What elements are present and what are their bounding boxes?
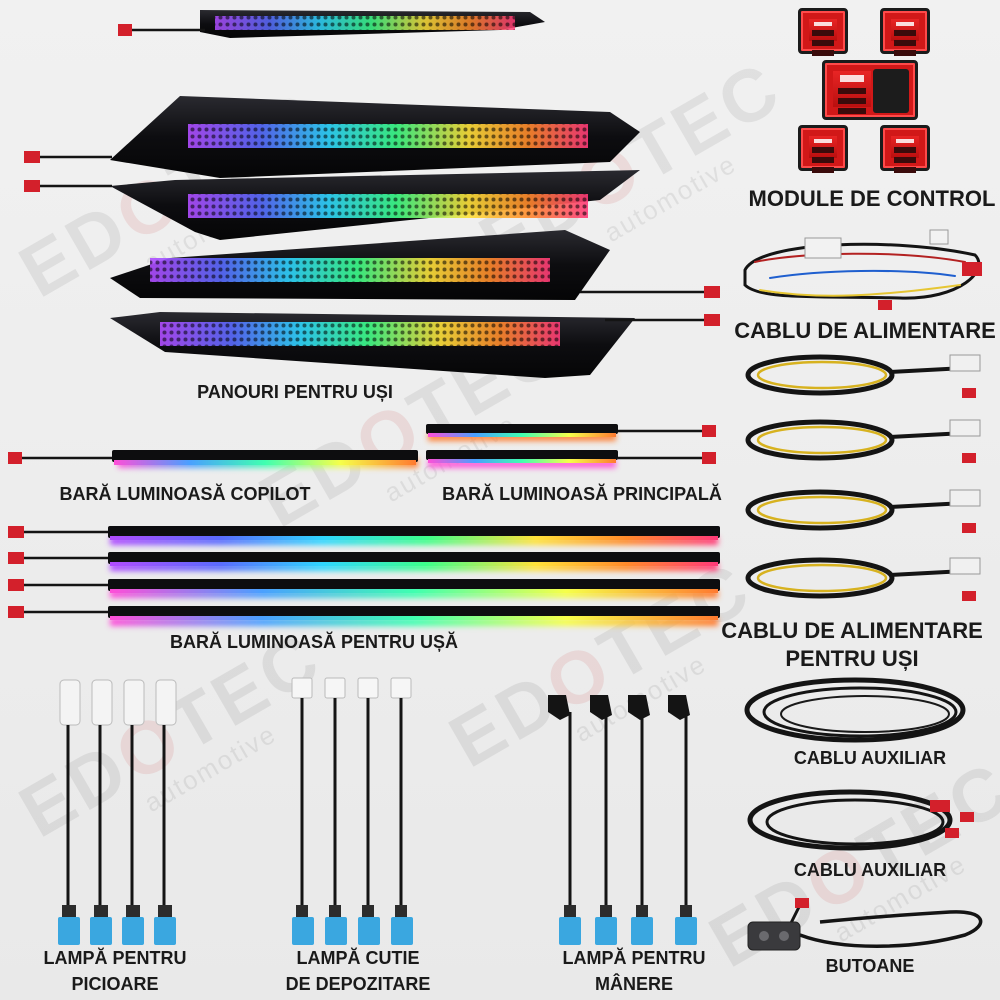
red-connector-icon (8, 606, 24, 618)
label-power-cable: CABLU DE ALIMENTARE (734, 318, 996, 343)
door-panel-top (118, 10, 545, 38)
handle-lamp-3 (628, 695, 653, 945)
door-power-cable-3 (745, 489, 981, 533)
blue-connector-icon (122, 917, 144, 945)
red-connector-icon (702, 425, 716, 437)
blue-connector-icon (90, 917, 112, 945)
label-door-bar: BARĂ LUMINOASĂ PENTRU UȘĂ (170, 632, 458, 652)
handle-lamp-1 (548, 695, 581, 945)
red-connector-icon (8, 452, 22, 464)
label-door-panels: PANOURI PENTRU UȘI (197, 382, 393, 402)
handle-lamp-4 (668, 695, 697, 945)
blue-connector-icon (292, 917, 314, 945)
red-connector-icon (24, 151, 40, 163)
label-main-bar: BARĂ LUMINOASĂ PRINCIPALĂ (442, 484, 722, 504)
door-light-bar-3 (8, 579, 720, 598)
foot-lamp-3 (122, 679, 145, 945)
label-aux-cable-2: CABLU AUXILIAR (793, 860, 947, 880)
door-panel-right-1 (110, 230, 720, 300)
red-connector-icon (8, 552, 24, 564)
copilot-light-bar (8, 450, 418, 468)
door-panel-right-2 (110, 312, 720, 378)
main-light-bar-lower (426, 450, 716, 468)
door-panel-left-1 (24, 96, 640, 178)
power-cable-harness (743, 229, 982, 310)
foot-lamp-1 (58, 679, 81, 945)
red-connector-icon (704, 286, 720, 298)
door-power-cable-2 (745, 419, 981, 463)
red-connector-icon (8, 579, 24, 591)
label-storage-lamp-line2: DE DEPOZITARE (285, 974, 431, 994)
foot-lamps (58, 679, 177, 945)
red-connector-icon (702, 452, 716, 464)
label-foot-lamp-line2: PICIOARE (71, 974, 159, 994)
blue-connector-icon (559, 917, 581, 945)
blue-connector-icon (154, 917, 176, 945)
aux-cable-1 (744, 677, 966, 743)
storage-lamp-1 (291, 677, 314, 945)
blue-connector-icon (675, 917, 697, 945)
label-handle-lamp-line1: LAMPĂ PENTRU (562, 948, 706, 968)
door-light-bar-2 (8, 552, 720, 571)
storage-lamp-4 (390, 677, 413, 945)
label-door-power-cable-line1: CABLU DE ALIMENTARE (721, 618, 983, 643)
control-module-2 (880, 8, 930, 54)
storage-lamps (291, 677, 413, 945)
red-connector-icon (118, 24, 132, 36)
door-panel-left-2 (24, 170, 640, 240)
door-light-bar-4 (8, 606, 720, 626)
label-storage-lamp-line1: LAMPĂ CUTIE (296, 948, 420, 968)
red-connector-icon (704, 314, 720, 326)
handle-lamp-2 (590, 695, 617, 945)
blue-connector-icon (58, 917, 80, 945)
handle-lamps (548, 695, 697, 945)
foot-lamp-4 (154, 679, 177, 945)
storage-lamp-2 (324, 677, 347, 945)
blue-connector-icon (631, 917, 653, 945)
main-light-bar-upper (426, 424, 716, 441)
storage-lamp-3 (357, 677, 380, 945)
door-power-cable-4 (745, 557, 981, 601)
label-buttons: BUTOANE (825, 956, 915, 976)
red-connector-icon (24, 180, 40, 192)
control-module-3 (822, 60, 918, 120)
label-handle-lamp-line2: MÂNERE (594, 974, 673, 994)
blue-connector-icon (325, 917, 347, 945)
control-module-5 (880, 125, 930, 171)
foot-lamp-2 (90, 679, 113, 945)
blue-connector-icon (391, 917, 413, 945)
blue-connector-icon (595, 917, 617, 945)
blue-connector-icon (358, 917, 380, 945)
label-door-power-cable-line2: PENTRU UȘI (785, 646, 919, 671)
door-light-bar-1 (8, 526, 720, 545)
label-copilot-bar: BARĂ LUMINOASĂ COPILOT (59, 484, 311, 504)
control-module-1 (798, 8, 848, 54)
button-switch-icon (747, 898, 983, 951)
control-module-4 (798, 125, 848, 171)
red-connector-icon (8, 526, 24, 538)
label-foot-lamp-line1: LAMPĂ PENTRU (43, 948, 187, 968)
aux-cable-2 (747, 789, 974, 851)
label-control-modules: MODULE DE CONTROL (748, 186, 996, 211)
label-aux-cable-1: CABLU AUXILIAR (793, 748, 947, 768)
door-power-cable-1 (745, 354, 981, 398)
